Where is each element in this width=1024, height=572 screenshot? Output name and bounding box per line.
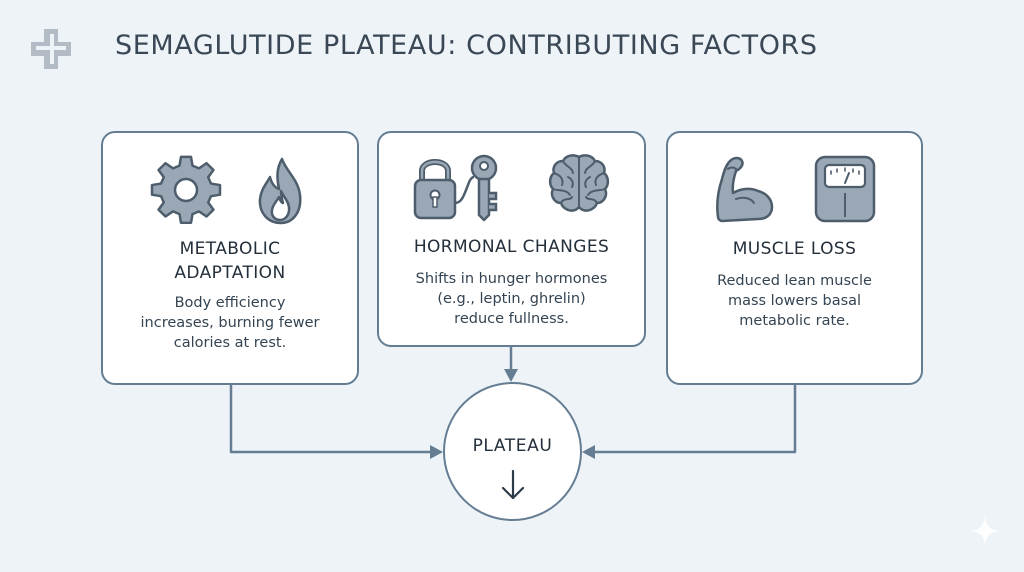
plateau-label: PLATEAU [472, 436, 553, 456]
arrowhead-left [430, 445, 443, 459]
sparkle-icon [970, 516, 1000, 546]
card-heading-line: ADAPTATION [174, 263, 286, 283]
page-title: SEMAGLUTIDE PLATEAU: CONTRIBUTING FACTOR… [115, 30, 818, 61]
card-text-line: calories at rest. [173, 335, 287, 351]
card-text-line: mass lowers basal [727, 293, 862, 309]
card-heading-line: METABOLIC [179, 239, 281, 259]
card-description: Shifts in hunger hormones (e.g., leptin,… [393, 269, 630, 329]
weight-scale-icon [814, 155, 875, 223]
arrowhead-right [582, 445, 595, 459]
card-text-line: (e.g., leptin, ghrelin) [437, 291, 586, 307]
brain-icon [548, 154, 609, 212]
card-icons [668, 153, 921, 225]
card-heading: METABOLIC ADAPTATION [111, 237, 349, 285]
connector-muscle [592, 385, 797, 454]
lock-icon [413, 159, 456, 220]
card-heading: HORMONAL CHANGES [387, 235, 636, 259]
card-heading-line: HORMONAL CHANGES [413, 237, 610, 257]
gear-icon [150, 155, 222, 225]
connector-metabolic [229, 385, 434, 454]
flame-icon [258, 157, 302, 225]
card-icons [103, 155, 357, 227]
card-heading-line: MUSCLE LOSS [732, 239, 857, 259]
plateau-node: PLATEAU [443, 382, 582, 521]
card-description: Body efficiency increases, burning fewer… [117, 293, 343, 353]
card-text-line: reduce fullness. [454, 311, 569, 327]
card-muscle-loss: MUSCLE LOSS Reduced lean muscle mass low… [666, 131, 923, 385]
card-heading: MUSCLE LOSS [676, 237, 913, 261]
card-text-line: Reduced lean muscle [717, 273, 872, 289]
card-text-line: Shifts in hunger hormones [415, 271, 608, 287]
arrowhead-top [504, 369, 518, 382]
card-icons [379, 151, 644, 223]
card-metabolic-adaptation: METABOLIC ADAPTATION Body efficiency inc… [101, 131, 359, 385]
card-text-line: metabolic rate. [739, 313, 850, 329]
card-description: Reduced lean muscle mass lowers basal me… [682, 271, 907, 331]
lock-key-icon [413, 154, 497, 222]
flexed-arm-icon [715, 156, 773, 223]
card-hormonal-changes: HORMONAL CHANGES Shifts in hunger hormon… [377, 131, 646, 347]
key-icon [470, 154, 497, 222]
medical-cross-icon [31, 29, 71, 69]
card-text-line: Body efficiency [174, 295, 286, 311]
arrow-down-icon [501, 469, 525, 500]
card-text-line: increases, burning fewer [140, 315, 320, 331]
